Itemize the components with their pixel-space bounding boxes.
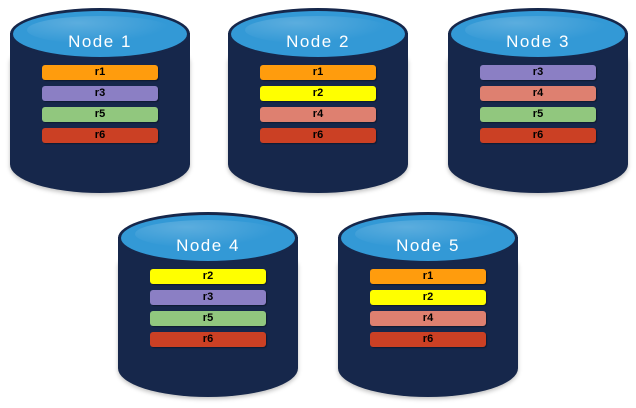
database-node-4[interactable]: Node 4 r2 r3 r5 r6 (118, 212, 298, 397)
replica-bar-r6[interactable]: r6 (480, 128, 596, 143)
database-node-5[interactable]: Node 5 r1 r2 r4 r6 (338, 212, 518, 397)
replica-bar-r3[interactable]: r3 (480, 65, 596, 80)
replica-bar-r4[interactable]: r4 (480, 86, 596, 101)
replica-bar-r4[interactable]: r4 (260, 107, 376, 122)
replica-bar-r5[interactable]: r5 (42, 107, 158, 122)
replica-stack: r1 r2 r4 r6 (370, 269, 486, 347)
replica-bar-r1[interactable]: r1 (370, 269, 486, 284)
replica-bar-r3[interactable]: r3 (42, 86, 158, 101)
replica-stack: r1 r3 r5 r6 (42, 65, 158, 143)
replica-bar-r5[interactable]: r5 (150, 311, 266, 326)
node-label: Node 4 (176, 236, 240, 255)
node-label: Node 1 (68, 32, 132, 51)
replica-bar-r1[interactable]: r1 (42, 65, 158, 80)
replica-stack: r3 r4 r5 r6 (480, 65, 596, 143)
database-node-2[interactable]: Node 2 r1 r2 r4 r6 (228, 8, 408, 193)
replica-bar-r6[interactable]: r6 (370, 332, 486, 347)
replica-bar-r4[interactable]: r4 (370, 311, 486, 326)
replica-stack: r1 r2 r4 r6 (260, 65, 376, 143)
replica-bar-r2[interactable]: r2 (260, 86, 376, 101)
node-label: Node 5 (396, 236, 460, 255)
database-node-1[interactable]: Node 1 r1 r3 r5 r6 (10, 8, 190, 193)
replica-stack: r2 r3 r5 r6 (150, 269, 266, 347)
replica-bar-r5[interactable]: r5 (480, 107, 596, 122)
node-label: Node 2 (286, 32, 350, 51)
node-label: Node 3 (506, 32, 570, 51)
replica-bar-r6[interactable]: r6 (42, 128, 158, 143)
database-node-3[interactable]: Node 3 r3 r4 r5 r6 (448, 8, 628, 193)
replica-bar-r6[interactable]: r6 (150, 332, 266, 347)
replica-bar-r1[interactable]: r1 (260, 65, 376, 80)
replica-bar-r2[interactable]: r2 (150, 269, 266, 284)
replica-bar-r3[interactable]: r3 (150, 290, 266, 305)
replica-bar-r6[interactable]: r6 (260, 128, 376, 143)
replica-bar-r2[interactable]: r2 (370, 290, 486, 305)
